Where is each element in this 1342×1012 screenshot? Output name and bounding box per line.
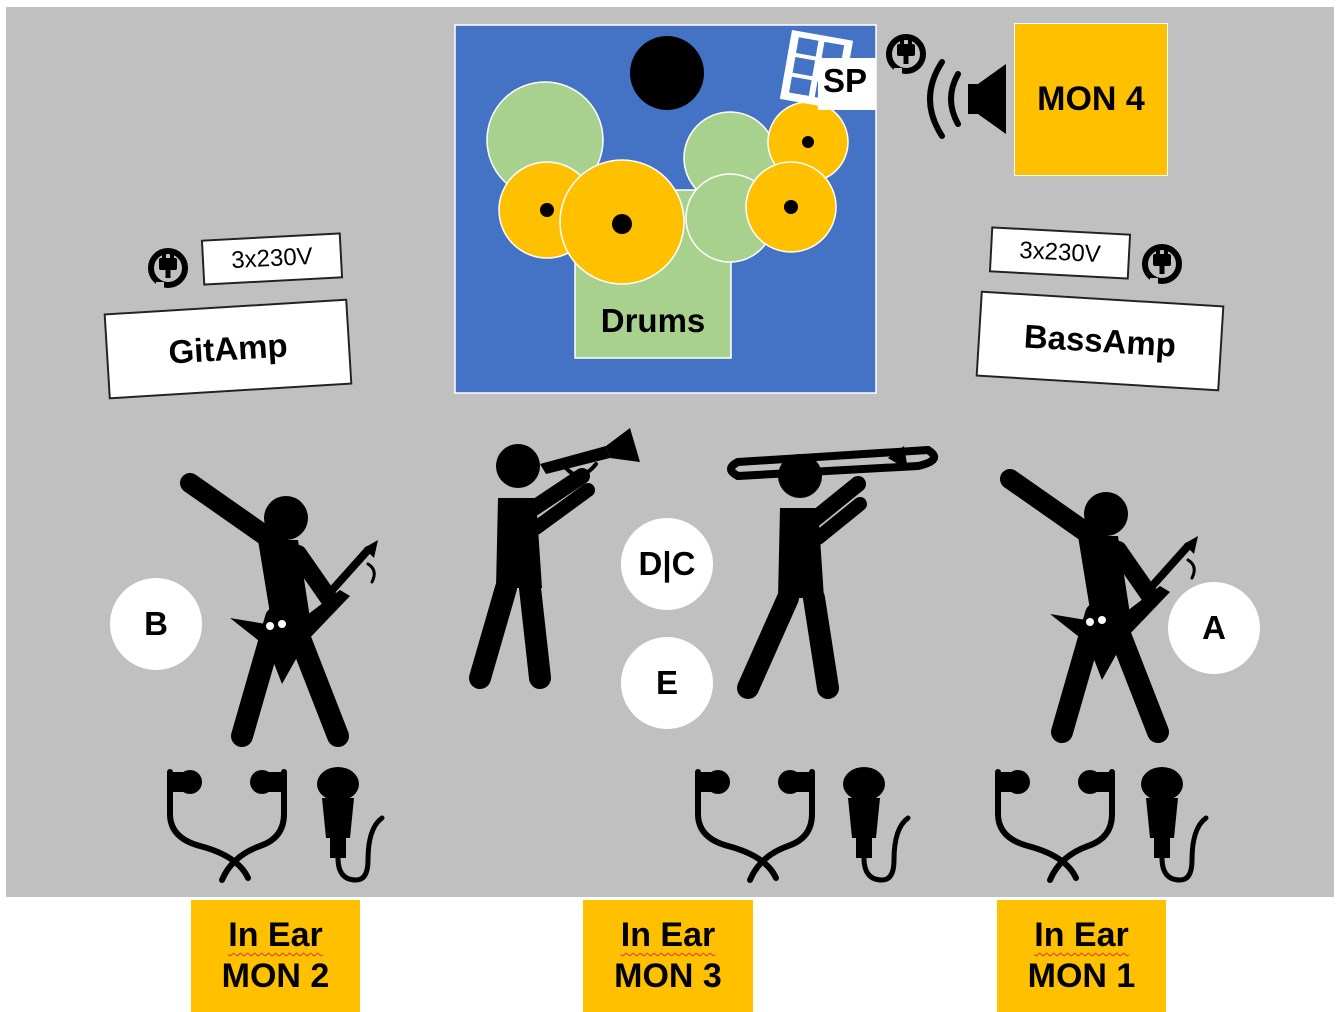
inear-monitor-2: In Ear MON 2 bbox=[191, 900, 360, 1012]
guitar-amp-power: 3x230V bbox=[200, 232, 344, 286]
earphones-icon bbox=[698, 770, 812, 880]
guitar-amp: GitAmp bbox=[103, 298, 353, 400]
speaker-icon bbox=[927, 59, 1006, 139]
drums-label: Drums bbox=[600, 302, 706, 339]
kick-drum bbox=[630, 36, 704, 110]
position-a: A bbox=[1168, 582, 1260, 674]
cymbal-center bbox=[612, 214, 632, 234]
inear-monitor-3-line2: MON 3 bbox=[614, 957, 722, 995]
guitarist-right-icon bbox=[1010, 479, 1198, 732]
bass-amp: BassAmp bbox=[975, 290, 1225, 392]
inear-monitor-1-line2: MON 1 bbox=[1027, 957, 1136, 995]
inear-monitor-3: In Ear MON 3 bbox=[583, 900, 753, 1012]
position-b: B bbox=[110, 578, 202, 670]
power-plug-icon bbox=[889, 37, 923, 76]
cymbal-center bbox=[784, 200, 798, 214]
position-e: E bbox=[621, 637, 713, 729]
inear-monitor-1-line1: In Ear bbox=[1034, 916, 1129, 955]
guitar-amp-power-label: 3x230V bbox=[230, 242, 314, 275]
microphone-icon bbox=[843, 767, 908, 880]
sp-label-box bbox=[818, 58, 876, 110]
inear-monitor-2-line1: In Ear bbox=[228, 916, 323, 955]
guitar-amp-label: GitAmp bbox=[167, 326, 289, 371]
earphones-icon bbox=[170, 770, 284, 880]
power-plug-icon bbox=[151, 251, 185, 290]
bass-amp-label: BassAmp bbox=[1022, 317, 1178, 364]
trombone-player-icon bbox=[731, 446, 934, 688]
power-plug-icon bbox=[1145, 247, 1179, 286]
position-dc: D|C bbox=[621, 518, 713, 610]
inear-monitor-2-line2: MON 2 bbox=[221, 957, 330, 995]
monitor-4-label: MON 4 bbox=[1037, 80, 1145, 119]
cymbal-center bbox=[802, 136, 814, 148]
microphone-icon bbox=[317, 767, 382, 880]
trumpet-player-icon bbox=[480, 428, 640, 678]
inear-monitor-3-line1: In Ear bbox=[620, 916, 716, 955]
cymbal-center bbox=[540, 203, 554, 217]
inear-monitor-1: In Ear MON 1 bbox=[997, 900, 1166, 1012]
bass-amp-power: 3x230V bbox=[988, 226, 1132, 280]
sp-label: SP bbox=[822, 62, 868, 99]
bass-amp-power-label: 3x230V bbox=[1018, 236, 1102, 269]
sampling-pad-icon bbox=[779, 30, 854, 110]
earphones-icon bbox=[998, 770, 1112, 880]
microphone-icon bbox=[1141, 767, 1206, 880]
monitor-4: MON 4 bbox=[1014, 23, 1168, 176]
guitarist-left-icon bbox=[190, 483, 378, 736]
